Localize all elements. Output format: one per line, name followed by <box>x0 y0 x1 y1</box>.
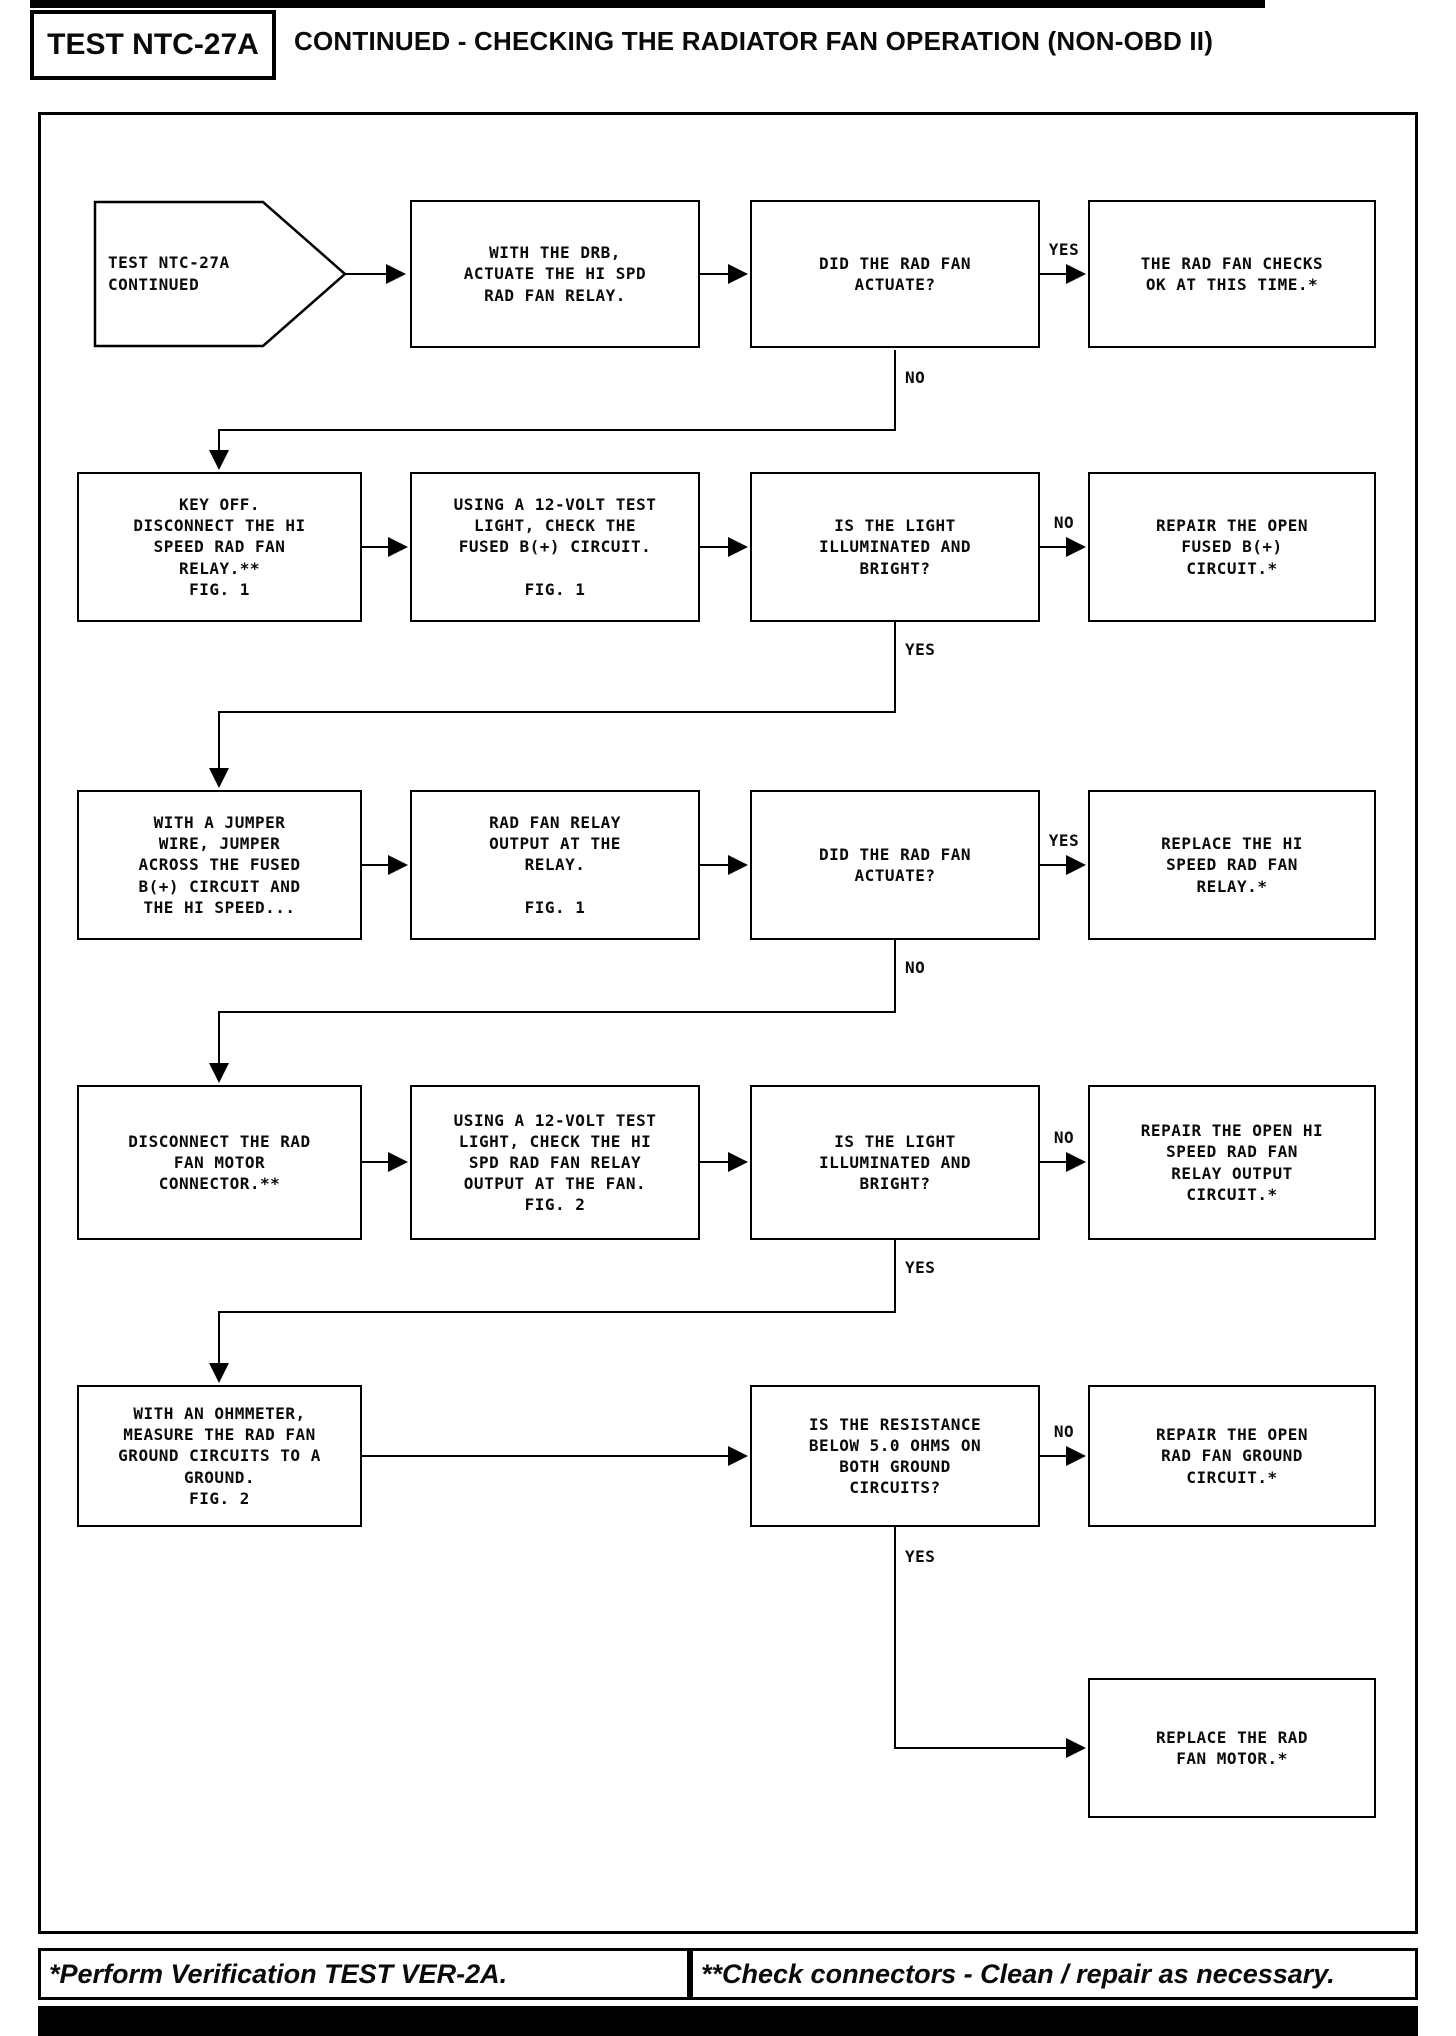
flow-box-disconnect-motor: DISCONNECT THE RAD FAN MOTOR CONNECTOR.*… <box>77 1085 362 1240</box>
flow-box-replace-fan-motor: REPLACE THE RAD FAN MOTOR.* <box>1088 1678 1376 1818</box>
flow-box-did-fan-actuate-1: DID THE RAD FAN ACTUATE? <box>750 200 1040 348</box>
footnote-verification: *Perform Verification TEST VER-2A. <box>38 1948 690 2000</box>
flow-box-repair-ground-circuit: REPAIR THE OPEN RAD FAN GROUND CIRCUIT.* <box>1088 1385 1376 1527</box>
flow-box-relay-output: RAD FAN RELAY OUTPUT AT THE RELAY. FIG. … <box>410 790 700 940</box>
branch-label-yes: YES <box>905 1547 936 1566</box>
flow-box-fan-checks-ok: THE RAD FAN CHECKS OK AT THIS TIME.* <box>1088 200 1376 348</box>
branch-label-yes: YES <box>1048 240 1080 259</box>
branch-label-no: NO <box>1053 1128 1075 1147</box>
page-title: CONTINUED - CHECKING THE RADIATOR FAN OP… <box>294 25 1214 56</box>
test-id-box: TEST NTC-27A <box>30 10 276 80</box>
flow-box-check-fused-b-circuit: USING A 12-VOLT TEST LIGHT, CHECK THE FU… <box>410 472 700 622</box>
branch-label-yes: YES <box>1048 831 1080 850</box>
footnote-connectors-text: **Check connectors - Clean / repair as n… <box>701 1958 1335 1989</box>
branch-label-yes: YES <box>905 640 936 659</box>
flow-box-jumper-wire: WITH A JUMPER WIRE, JUMPER ACROSS THE FU… <box>77 790 362 940</box>
footnote-verification-text: *Perform Verification TEST VER-2A. <box>49 1958 508 1989</box>
branch-label-yes: YES <box>905 1258 936 1277</box>
flow-box-repair-fused-b: REPAIR THE OPEN FUSED B(+) CIRCUIT.* <box>1088 472 1376 622</box>
test-id-label: TEST NTC-27A <box>47 28 259 61</box>
top-rule <box>30 0 1265 8</box>
flow-box-replace-relay: REPLACE THE HI SPEED RAD FAN RELAY.* <box>1088 790 1376 940</box>
flow-box-key-off-disconnect-relay: KEY OFF. DISCONNECT THE HI SPEED RAD FAN… <box>77 472 362 622</box>
branch-label-no: NO <box>905 958 926 977</box>
branch-label-no: NO <box>1053 513 1075 532</box>
flow-box-check-relay-output-at-fan: USING A 12-VOLT TEST LIGHT, CHECK THE HI… <box>410 1085 700 1240</box>
flow-box-actuate-relay-drb: WITH THE DRB, ACTUATE THE HI SPD RAD FAN… <box>410 200 700 348</box>
flow-box-repair-relay-output: REPAIR THE OPEN HI SPEED RAD FAN RELAY O… <box>1088 1085 1376 1240</box>
flowchart-border <box>38 112 1418 1934</box>
bottom-rule <box>38 2006 1418 2036</box>
start-node-label: TEST NTC-27A CONTINUED <box>108 252 230 294</box>
footnote-connectors: **Check connectors - Clean / repair as n… <box>690 1948 1418 2000</box>
flow-box-resistance-below-5-ohms: IS THE RESISTANCE BELOW 5.0 OHMS ON BOTH… <box>750 1385 1040 1527</box>
flow-box-light-bright-2: IS THE LIGHT ILLUMINATED AND BRIGHT? <box>750 1085 1040 1240</box>
branch-label-no: NO <box>905 368 926 387</box>
flow-box-ohmmeter-ground: WITH AN OHMMETER, MEASURE THE RAD FAN GR… <box>77 1385 362 1527</box>
flow-box-light-bright-1: IS THE LIGHT ILLUMINATED AND BRIGHT? <box>750 472 1040 622</box>
branch-label-no: NO <box>1053 1422 1075 1441</box>
flow-box-did-fan-actuate-2: DID THE RAD FAN ACTUATE? <box>750 790 1040 940</box>
